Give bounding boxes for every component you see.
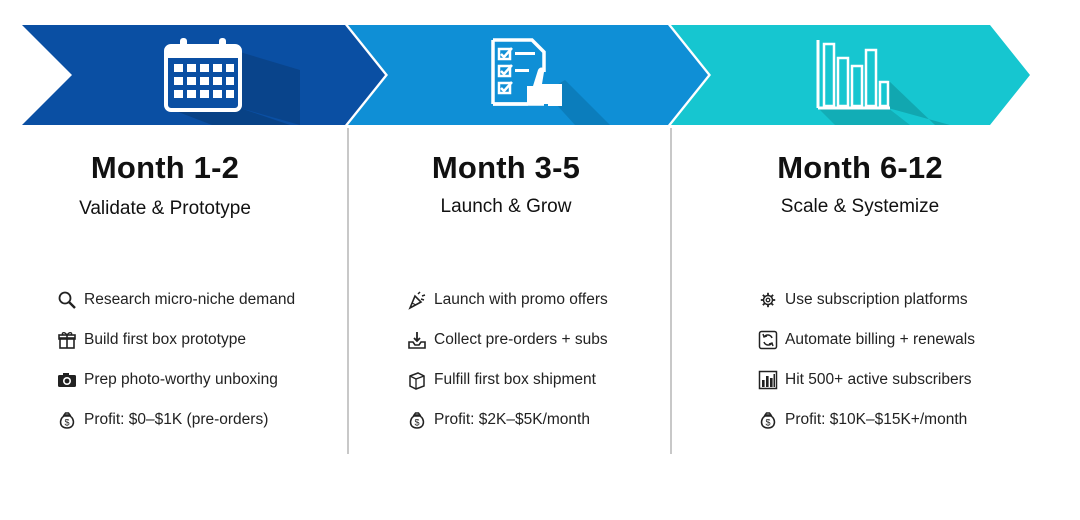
calendar-icon (164, 38, 300, 125)
money-bag-icon: $ (406, 409, 428, 431)
svg-text:$: $ (64, 418, 69, 428)
bar-chart-icon (816, 40, 950, 125)
party-popper-icon (406, 289, 428, 311)
phase-subtitle: Validate & Prototype (79, 198, 251, 219)
svg-text:$: $ (414, 418, 419, 428)
list-item: $ Profit: $2K–$5K/month (406, 400, 608, 440)
inbox-tray-icon (406, 329, 428, 351)
task-text: Build first box prototype (84, 331, 246, 348)
task-text: Profit: $10K–$15K+/month (785, 411, 968, 428)
phase-1-arrow (22, 25, 385, 125)
phase-2-arrow (348, 25, 708, 125)
task-text: Use subscription platforms (785, 291, 968, 308)
divider-1 (347, 128, 349, 454)
gear-icon (757, 289, 779, 311)
task-text: Profit: $0–$1K (pre-orders) (84, 411, 269, 428)
task-text: Research micro-niche demand (84, 291, 296, 308)
timeline-arrows (22, 25, 1030, 125)
phase-subtitle: Launch & Grow (440, 196, 572, 217)
phase-subtitle: Scale & Systemize (780, 196, 940, 217)
phase-2-header: Month 3-5 Launch & Grow (381, 150, 631, 218)
money-bag-icon: $ (757, 409, 779, 431)
phase-3-header: Month 6-12 Scale & Systemize (735, 150, 985, 218)
task-text: Automate billing + renewals (785, 331, 975, 348)
magnifier-icon (56, 289, 78, 311)
list-item: Launch with promo offers (406, 280, 608, 320)
list-item: Hit 500+ active subscribers (757, 360, 975, 400)
phase-2-tasks: Launch with promo offers Collect pre-ord… (406, 280, 608, 440)
task-text: Hit 500+ active subscribers (785, 371, 972, 388)
task-text: Collect pre-orders + subs (434, 331, 608, 348)
chart-icon (757, 369, 779, 391)
svg-text:$: $ (765, 418, 770, 428)
task-text: Fulfill first box shipment (434, 371, 596, 388)
gift-icon (56, 329, 78, 351)
list-item: Build first box prototype (56, 320, 295, 360)
camera-icon (56, 369, 78, 391)
phase-title: Month 6-12 (777, 150, 943, 185)
phase-3-tasks: Use subscription platforms Automate bill… (757, 280, 975, 440)
list-item: Research micro-niche demand (56, 280, 295, 320)
list-item: Fulfill first box shipment (406, 360, 608, 400)
list-item: $ Profit: $10K–$15K+/month (757, 400, 975, 440)
phase-1-header: Month 1-2 Validate & Prototype (40, 150, 290, 220)
task-text: Profit: $2K–$5K/month (434, 411, 590, 428)
list-item: $ Profit: $0–$1K (pre-orders) (56, 400, 295, 440)
phase-1-tasks: Research micro-niche demand Build first … (56, 280, 295, 440)
list-item: Automate billing + renewals (757, 320, 975, 360)
checklist-thumbs-up-icon (491, 38, 610, 125)
task-text: Launch with promo offers (434, 291, 608, 308)
phase-3-arrow (671, 25, 1030, 125)
refresh-icon (757, 329, 779, 351)
list-item: Prep photo-worthy unboxing (56, 360, 295, 400)
phase-title: Month 3-5 (431, 150, 581, 185)
list-item: Collect pre-orders + subs (406, 320, 608, 360)
phase-title: Month 1-2 (90, 150, 240, 185)
task-text: Prep photo-worthy unboxing (84, 371, 278, 388)
package-icon (406, 369, 428, 391)
divider-2 (670, 128, 672, 454)
money-bag-icon: $ (56, 409, 78, 431)
list-item: Use subscription platforms (757, 280, 975, 320)
